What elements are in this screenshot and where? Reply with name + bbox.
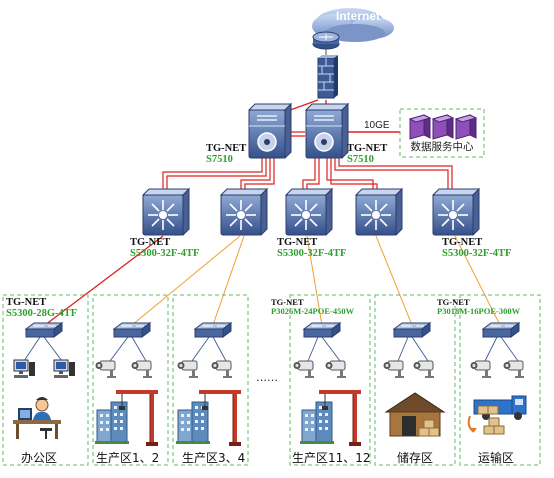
core-switch-right — [305, 103, 349, 159]
aggregation-3-name: TG-NET — [277, 237, 318, 248]
aggregation-1-model: S5300-32F-4TF — [130, 248, 200, 259]
office-worker-icon — [13, 397, 61, 439]
zone-box-production-1-2 — [92, 294, 169, 466]
link-10ge-label: 10GE — [364, 120, 390, 131]
access-office-name: TG-NET — [6, 297, 47, 308]
core-right-model: S7510 — [347, 154, 374, 165]
access-switch-storage — [393, 322, 431, 338]
camera-icon — [470, 360, 492, 379]
access-poe-300-name: TG-NET — [437, 297, 470, 307]
server-icon — [455, 114, 477, 140]
zone-label-office: 办公区 — [21, 451, 58, 465]
camera-icon — [413, 360, 435, 379]
core-left-name: TG-NET — [206, 143, 247, 154]
pc-icon — [53, 359, 76, 379]
production-3-4-illustration — [175, 389, 242, 447]
camera-icon — [325, 360, 347, 379]
zone-box-production-11-12 — [289, 294, 371, 466]
access-office-model: S5300-28G-4TF — [6, 308, 78, 319]
aggregation-switch-3 — [285, 188, 333, 236]
datacenter-label: 数据服务中心 — [411, 140, 474, 153]
core-left-model: S7510 — [206, 154, 233, 165]
warehouse-icon — [384, 392, 446, 437]
access-poe-450-name: TG-NET — [271, 297, 304, 307]
zone-box-transport — [459, 294, 541, 466]
access-poe-450-model: P3026M-24POE-450W — [271, 306, 355, 316]
zone-label-storage: 储存区 — [397, 451, 434, 465]
internet-cloud: Internet — [312, 8, 394, 42]
edge-links — [23, 336, 519, 362]
aggregation-5-model: S5300-32F-4TF — [442, 248, 512, 259]
camera-icon — [95, 360, 117, 379]
camera-icon — [131, 360, 153, 379]
camera-icon — [503, 360, 525, 379]
server-icon — [409, 114, 431, 140]
more-zones-ellipsis: …… — [256, 371, 278, 384]
access-switch-production-1-2 — [113, 322, 151, 338]
aggregation-5-name: TG-NET — [442, 237, 483, 248]
zone-box-storage — [374, 294, 456, 466]
zone-label-production-3-4: 生产区3、4 — [182, 451, 246, 465]
aggregation-1-name: TG-NET — [130, 237, 171, 248]
production-11-12-illustration — [299, 389, 362, 447]
zone-label-transport: 运输区 — [478, 451, 515, 465]
aggregation-switch-2 — [220, 188, 268, 236]
router-icon — [312, 31, 340, 50]
aggregation-switch-4 — [355, 188, 403, 236]
camera-icon — [211, 360, 233, 379]
access-switch-production-11-12 — [303, 322, 341, 338]
zone-box-production-3-4 — [172, 294, 249, 466]
truck-icon — [467, 395, 527, 435]
datacenter-box: 数据服务中心 — [399, 108, 485, 158]
core-right-name: TG-NET — [347, 143, 388, 154]
internet-label: Internet — [336, 9, 380, 23]
core-switch-left — [248, 103, 292, 159]
zone-label-production-1-2: 生产区1、2 — [96, 451, 160, 465]
production-1-2-illustration — [94, 389, 159, 447]
zone-boxes — [2, 294, 541, 466]
aggregation-switch-1 — [142, 188, 190, 236]
access-switch-office — [25, 322, 63, 338]
zone-label-production-11-12: 生产区11、12 — [292, 451, 371, 465]
access-switch-transport — [482, 322, 520, 338]
firewall-icon — [317, 55, 338, 99]
zone-box-office — [2, 294, 89, 466]
camera-icon — [383, 360, 405, 379]
office-uplink — [44, 235, 164, 326]
camera-icon — [177, 360, 199, 379]
access-uplinks — [131, 235, 501, 326]
aggregation-3-model: S5300-32F-4TF — [277, 248, 347, 259]
access-switch-production-3-4 — [194, 322, 232, 338]
server-icon — [432, 114, 454, 140]
pc-icon — [13, 359, 36, 379]
access-poe-300-model: P3018M-16POE-300W — [437, 306, 521, 316]
aggregation-switch-5 — [432, 188, 480, 236]
camera-icon — [293, 360, 315, 379]
